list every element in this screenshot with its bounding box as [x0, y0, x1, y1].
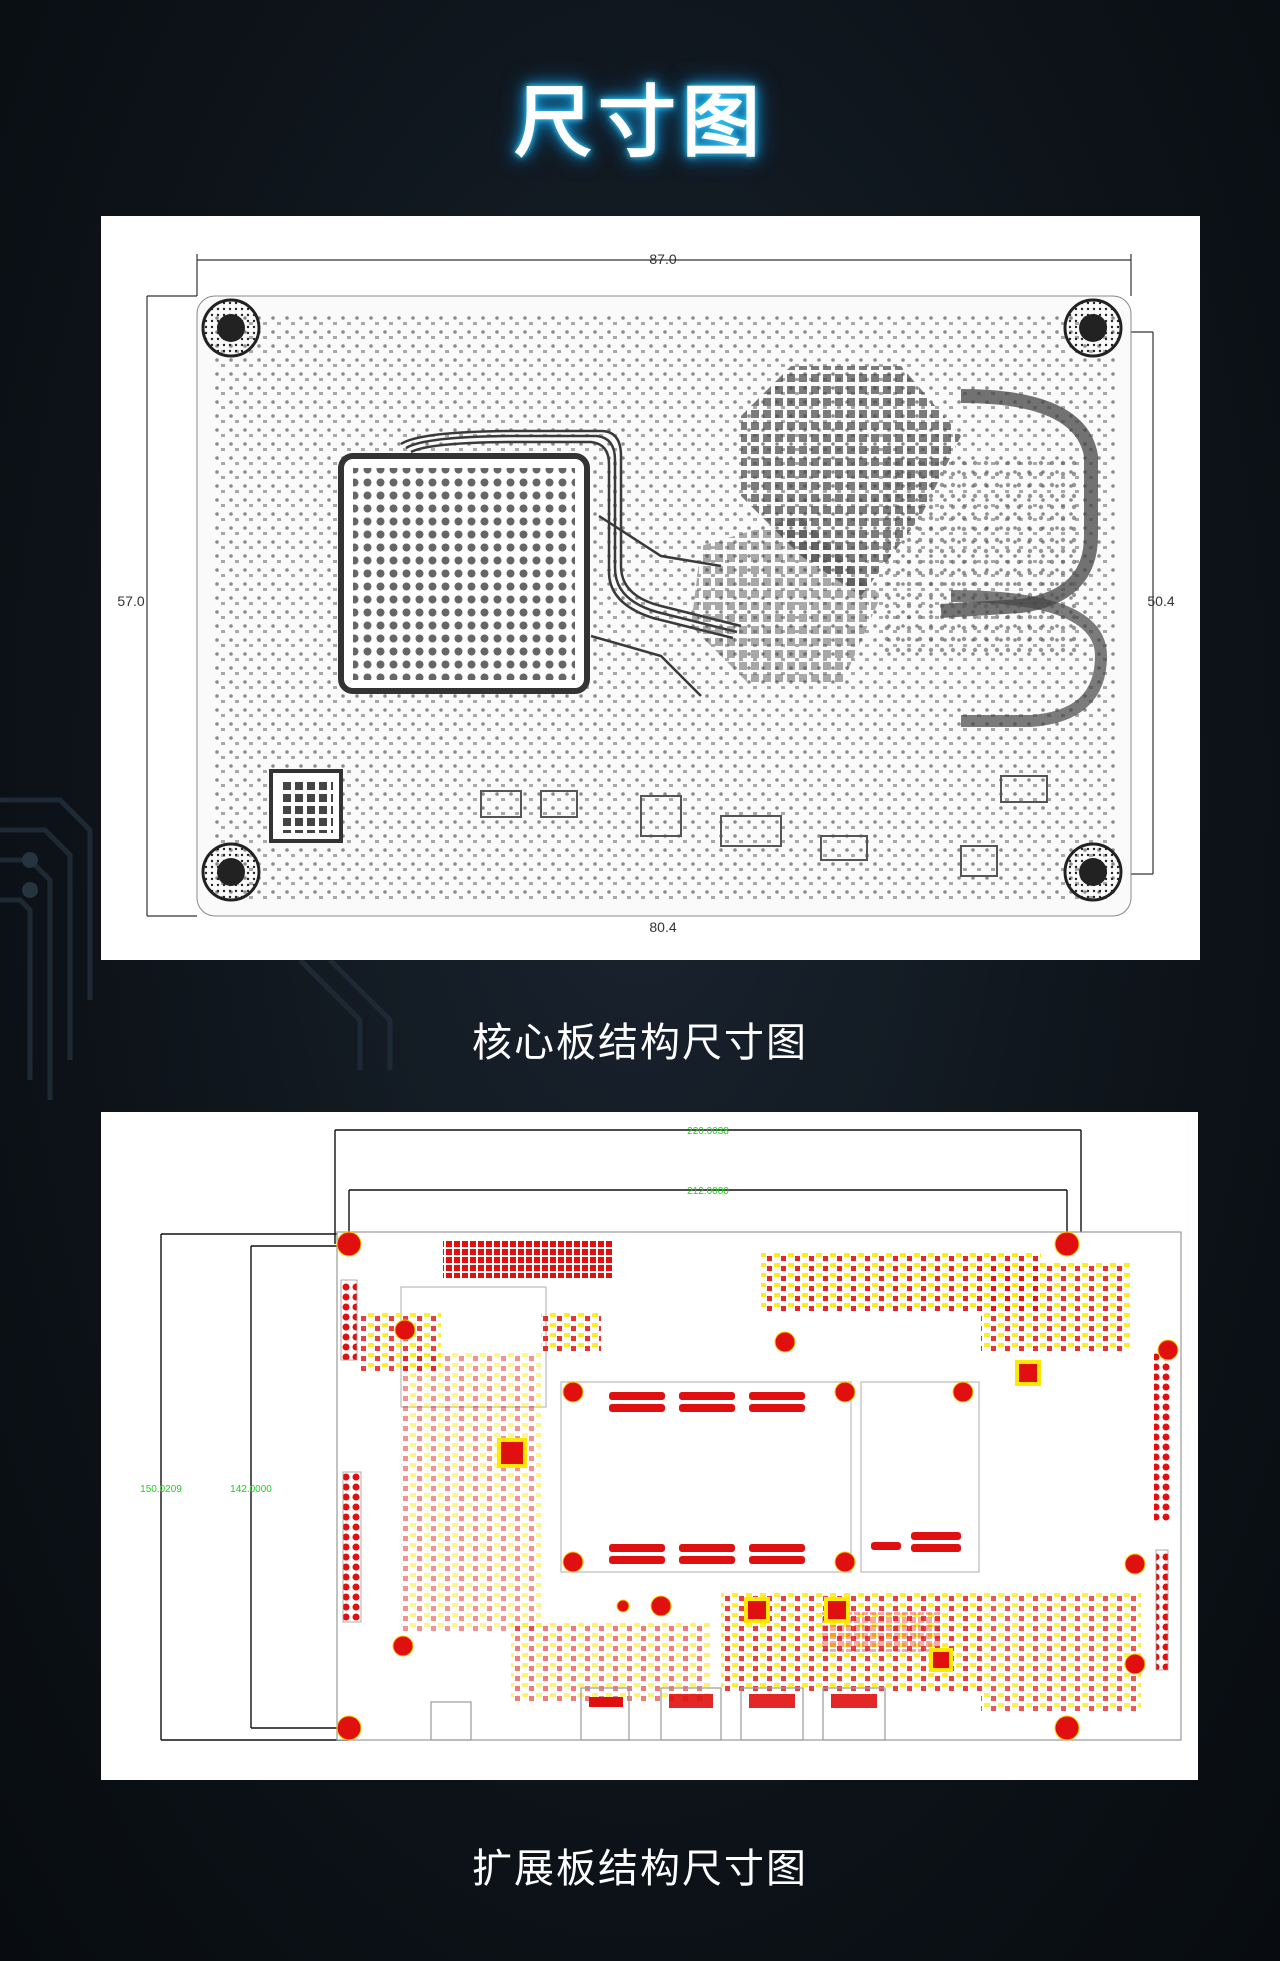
expansion-mounting-holes: [336, 1231, 1179, 1741]
right-edge-header: [1154, 1352, 1170, 1522]
mounting-holes: [201, 298, 1123, 902]
gpio-header-block: [443, 1240, 613, 1278]
left-edge-header: [340, 1279, 358, 1361]
right-edge-header-2: [1155, 1549, 1169, 1671]
passive-components: [361, 1252, 1141, 1712]
soc-bga-area: [338, 453, 590, 694]
dim-top-inner-label: 212.0000: [687, 1186, 729, 1197]
trace-bundles: [400, 429, 742, 697]
dim-right-label: 50.4: [1147, 593, 1174, 609]
core-board-caption: 核心板结构尺寸图: [472, 1020, 808, 1066]
pmic-chip: [269, 769, 343, 843]
board-connectors: [609, 1392, 961, 1564]
expansion-board-caption: 扩展板结构尺寸图: [472, 1846, 808, 1892]
dim-left-label: 57.0: [117, 593, 144, 609]
misc-components: [480, 775, 1048, 877]
dim-top-label: 87.0: [649, 251, 676, 267]
bottom-io-connectors: [430, 1687, 886, 1741]
expansion-dimension-lines: [160, 1129, 1082, 1741]
chips: [497, 1360, 1041, 1672]
page-title: 尺寸图: [513, 78, 766, 168]
dim-bottom-label: 80.4: [649, 919, 676, 935]
bottom-io-pins: [589, 1694, 877, 1708]
dim-top-outer-label: 220.0038: [687, 1126, 729, 1137]
dim-left-outer-label: 150.0209: [140, 1484, 182, 1495]
core-board-diagram: 87.0 80.4 57.0 50.4: [101, 216, 1200, 960]
dim-left-inner-label: 142.0000: [230, 1484, 272, 1495]
ddr-memory-area: [691, 366, 1108, 727]
left-edge-header-2: [342, 1471, 362, 1623]
expansion-board-diagram: 220.0038 212.0000 150.0209 142.0000: [101, 1112, 1198, 1780]
